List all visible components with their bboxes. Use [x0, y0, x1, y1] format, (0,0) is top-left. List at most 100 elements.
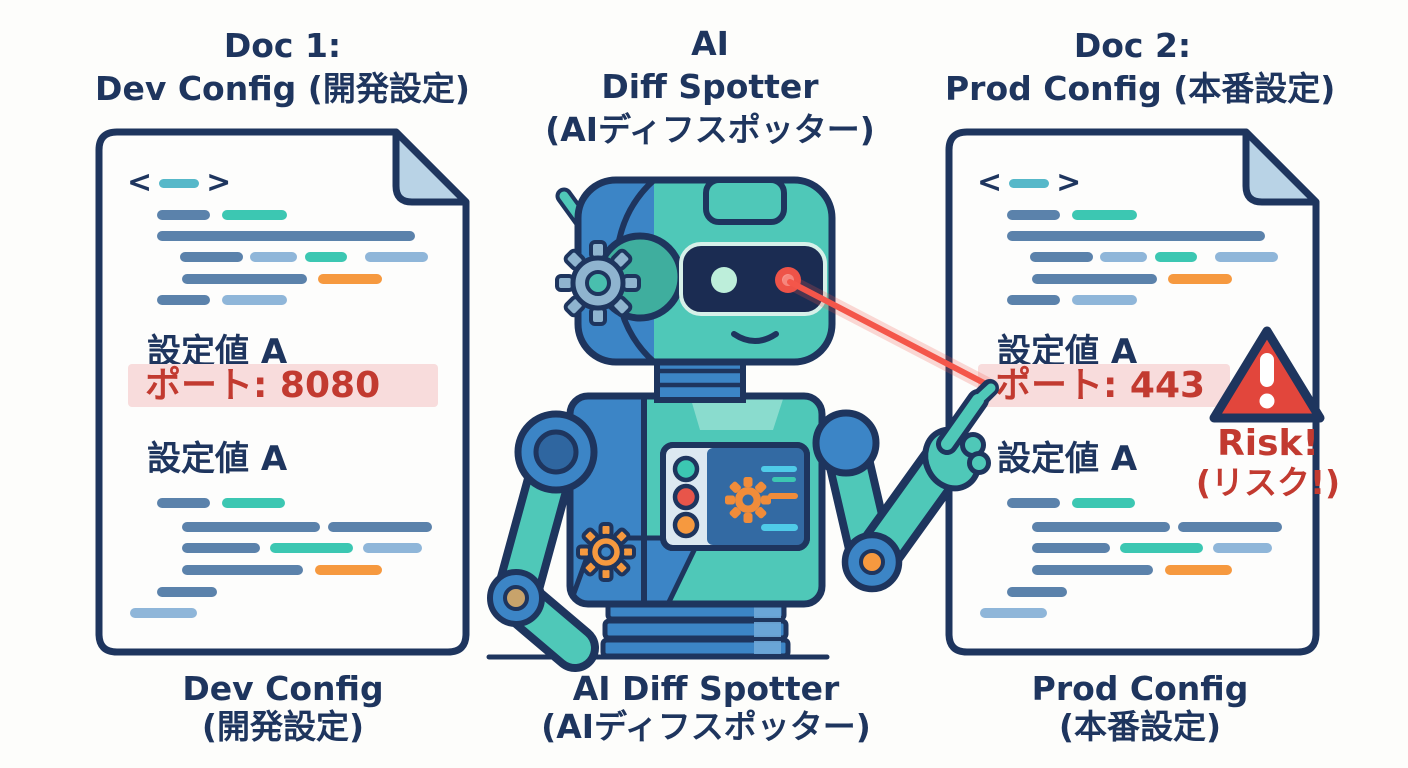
robot-base — [600, 597, 791, 659]
mouth — [731, 331, 779, 344]
elbow-joint — [503, 585, 529, 611]
doc2-caption-line2: (本番設定) — [1058, 707, 1222, 746]
eye-right-laser — [775, 267, 801, 293]
code-line — [270, 543, 353, 553]
doc2-caption-line1: Prod Config — [1031, 669, 1249, 708]
doc1-title: Doc 1: Dev Config (開発設定) — [95, 24, 470, 110]
risk-label-jp: (リスク!) — [1195, 463, 1341, 502]
robot-title-line3: (AIディフスポッター) — [545, 110, 875, 149]
code-line — [1120, 543, 1203, 553]
head-seam — [703, 177, 787, 225]
code-line — [365, 252, 428, 262]
code-line — [130, 608, 197, 618]
diff-highlight: ポート: 8080 — [128, 364, 438, 407]
code-line — [182, 274, 307, 284]
code-line — [182, 522, 320, 532]
code-line — [222, 210, 287, 220]
code-line — [1165, 565, 1232, 575]
robot-neck — [654, 353, 746, 403]
code-line — [180, 252, 243, 262]
code-line — [157, 231, 415, 241]
doc2-prod-config: < > 設定値 A ポート: 443 設定値 A — [945, 128, 1320, 656]
code-line — [157, 210, 210, 220]
control-panel — [660, 442, 810, 551]
code-line — [222, 498, 285, 508]
code-line — [182, 543, 260, 553]
code-icon-dash — [1009, 178, 1050, 188]
robot-title-line1: AI — [691, 24, 729, 63]
button-orange — [672, 511, 700, 539]
diff-highlight: ポート: 443 — [978, 364, 1230, 407]
robot-right-upper-arm — [822, 424, 896, 584]
code-line — [363, 543, 422, 553]
robot-title-line2: Diff Spotter — [601, 67, 819, 106]
code-line — [1178, 522, 1282, 532]
folded-corner-icon — [392, 128, 470, 206]
code-icon-dash — [159, 178, 200, 188]
doc1-title-line1: Doc 1: — [223, 26, 342, 65]
code-icon: < > — [127, 168, 231, 198]
button-red — [672, 483, 700, 511]
doc2-title: Doc 2: Prod Config (本番設定) — [945, 24, 1335, 110]
code-line — [980, 608, 1047, 618]
folded-corner-icon — [1242, 128, 1320, 206]
code-line — [1032, 522, 1170, 532]
code-icon-left-bracket: < — [977, 165, 1003, 200]
code-line — [328, 522, 432, 532]
eye-left — [711, 267, 737, 293]
ear-circle — [595, 232, 685, 322]
visor — [679, 242, 827, 316]
gear-icon-torso — [576, 522, 636, 582]
code-line — [1213, 543, 1272, 553]
code-line — [1072, 210, 1137, 220]
code-icon: < > — [977, 168, 1081, 198]
code-icon-right-bracket: > — [1056, 165, 1082, 200]
code-line — [1032, 565, 1153, 575]
robot-shoulder-left — [514, 410, 598, 494]
code-line — [1007, 587, 1067, 597]
doc1-dev-config: < > 設定値 A ポート: 8080 設定値 A — [95, 128, 470, 656]
risk-label: Risk! (リスク!) — [1172, 423, 1364, 502]
robot-shoulder-right — [812, 409, 880, 477]
code-line — [1032, 543, 1110, 553]
code-line — [1168, 274, 1232, 284]
code-line — [1007, 210, 1060, 220]
robot-caption-line1: AI Diff Spotter — [572, 669, 840, 708]
robot-left-arm — [487, 428, 599, 672]
code-line — [1030, 252, 1093, 262]
code-line — [1100, 252, 1147, 262]
setting-label-bottom: 設定値 A — [147, 439, 288, 479]
robot-torso — [566, 392, 826, 608]
panel-screen — [707, 448, 804, 545]
gear-icon-ear — [555, 240, 641, 326]
code-line — [157, 295, 210, 305]
code-line — [1072, 295, 1137, 305]
doc1-caption-line2: (開発設定) — [201, 707, 365, 746]
risk-label-en: Risk! — [1217, 423, 1319, 464]
port-value: ポート: 443 — [995, 365, 1206, 406]
code-icon-right-bracket: > — [206, 165, 232, 200]
doc2-title-line1: Doc 2: — [1073, 26, 1192, 65]
code-line — [157, 587, 217, 597]
code-line — [157, 498, 210, 508]
gear-icon-screen — [725, 477, 771, 523]
code-line — [318, 274, 382, 284]
code-line — [182, 565, 303, 575]
doc2-caption: Prod Config (本番設定) — [950, 670, 1330, 746]
code-line — [1032, 274, 1157, 284]
code-line — [315, 565, 382, 575]
code-line — [1155, 252, 1197, 262]
code-line — [305, 252, 347, 262]
code-line — [1215, 252, 1278, 262]
robot-title: AI Diff Spotter (AIディフスポッター) — [520, 22, 900, 151]
setting-label-bottom: 設定値 A — [997, 439, 1138, 479]
robot-caption-line2: (AIディフスポッター) — [541, 707, 871, 746]
robot-head — [555, 176, 836, 366]
code-line — [1007, 498, 1060, 508]
code-line — [222, 295, 287, 305]
code-line — [1072, 498, 1135, 508]
code-line — [1007, 231, 1265, 241]
elbow-joint — [859, 549, 885, 575]
button-teal — [672, 455, 700, 483]
